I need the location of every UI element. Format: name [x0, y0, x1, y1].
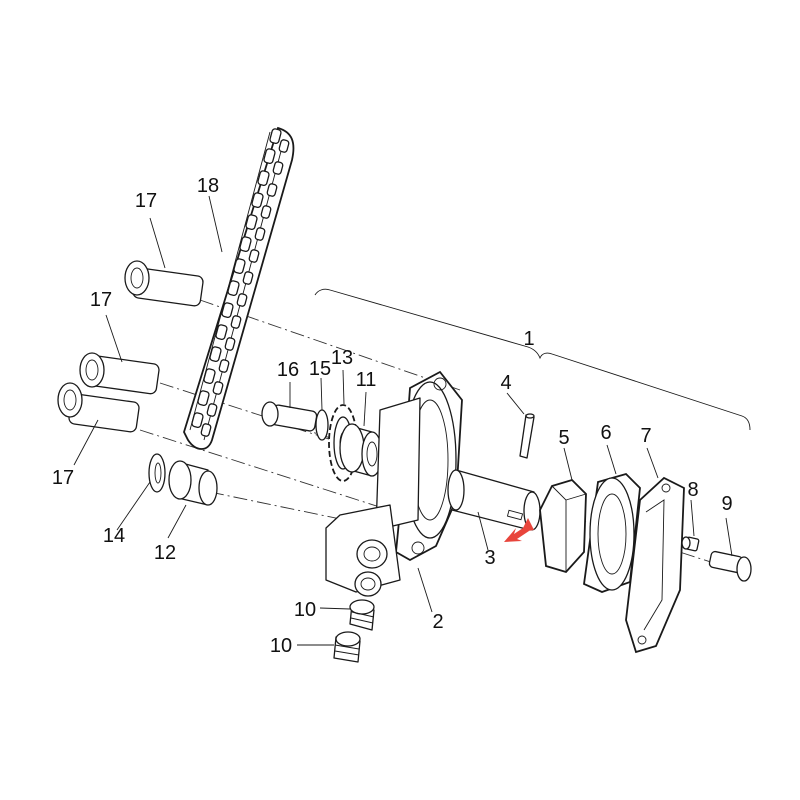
axis-upper [199, 299, 461, 391]
callout-15: 15 [309, 358, 331, 380]
part-17-bolt-bottom [57, 382, 140, 433]
part-8-dowel [681, 536, 700, 552]
leader-15 [320, 377, 323, 411]
callout-13: 13 [331, 347, 353, 369]
callout-9: 9 [721, 493, 732, 515]
part-10-fitting-upper [349, 599, 375, 631]
leader-14 [116, 481, 151, 531]
leader-8 [690, 499, 695, 537]
port-upper [356, 539, 388, 569]
part-7-cover-plate [625, 476, 685, 654]
part-16-pin [261, 401, 318, 432]
part-10-fitting-lower [333, 631, 361, 663]
callout-6: 6 [600, 422, 611, 444]
callout-labels: 1 2 3 4 5 6 7 8 9 10 10 11 12 13 14 15 1… [52, 175, 733, 657]
leader-4 [506, 392, 525, 415]
leader-5 [563, 447, 573, 481]
callout-11: 11 [356, 369, 377, 391]
red-arrow-head [521, 518, 534, 532]
housing-body [375, 397, 421, 531]
leader-12 [167, 504, 187, 539]
port-lower [354, 571, 382, 597]
part-4-pin [519, 413, 535, 459]
callout-17-top: 17 [135, 190, 157, 212]
axis-bushing [209, 491, 346, 521]
part-18-chain [183, 126, 295, 450]
leader-3 [477, 511, 489, 551]
callout-5: 5 [558, 427, 569, 449]
part-3-shaft [447, 469, 541, 531]
part-9-bolt [708, 550, 752, 582]
leader-10-upper [319, 607, 351, 610]
callout-10-upper: 10 [294, 599, 316, 621]
callout-17-bottom: 17 [52, 467, 74, 489]
callout-10-lower: 10 [270, 635, 292, 657]
part-17-bolt-middle [79, 352, 160, 395]
part-15-washer [315, 409, 329, 441]
leader-13 [342, 369, 345, 405]
assembly-1-bracket [314, 288, 751, 431]
chain-links [191, 128, 290, 437]
leader-2 [417, 567, 433, 613]
leader-lines [73, 195, 733, 646]
leader-17-bottom [73, 419, 99, 466]
callout-7: 7 [640, 425, 651, 447]
leader-7 [646, 447, 659, 479]
part-2-pump-housing [325, 370, 463, 597]
leader-9 [725, 517, 733, 557]
leader-6 [606, 444, 617, 475]
part-17-bolt-top [124, 260, 204, 307]
highlight-arrow [504, 518, 534, 542]
leader-17-top [149, 217, 166, 269]
part-5-rotor [539, 478, 587, 574]
callout-1: 1 [523, 328, 534, 350]
callout-2: 2 [432, 611, 443, 633]
callout-14: 14 [103, 525, 125, 547]
part-6-ring [583, 472, 641, 593]
callout-16: 16 [277, 359, 299, 381]
callout-17-middle: 17 [90, 289, 112, 311]
callout-3: 3 [484, 547, 495, 569]
part-14-washer [148, 453, 166, 493]
part-12-bushing [168, 460, 218, 506]
axis-lower [139, 429, 421, 521]
leader-17-middle [105, 314, 123, 363]
part-11-bearing [339, 423, 383, 477]
callout-12: 12 [154, 542, 176, 564]
leader-18 [208, 195, 223, 253]
callout-4: 4 [500, 372, 511, 394]
leader-11 [363, 391, 367, 427]
callout-18: 18 [197, 175, 219, 197]
callout-8: 8 [687, 479, 698, 501]
